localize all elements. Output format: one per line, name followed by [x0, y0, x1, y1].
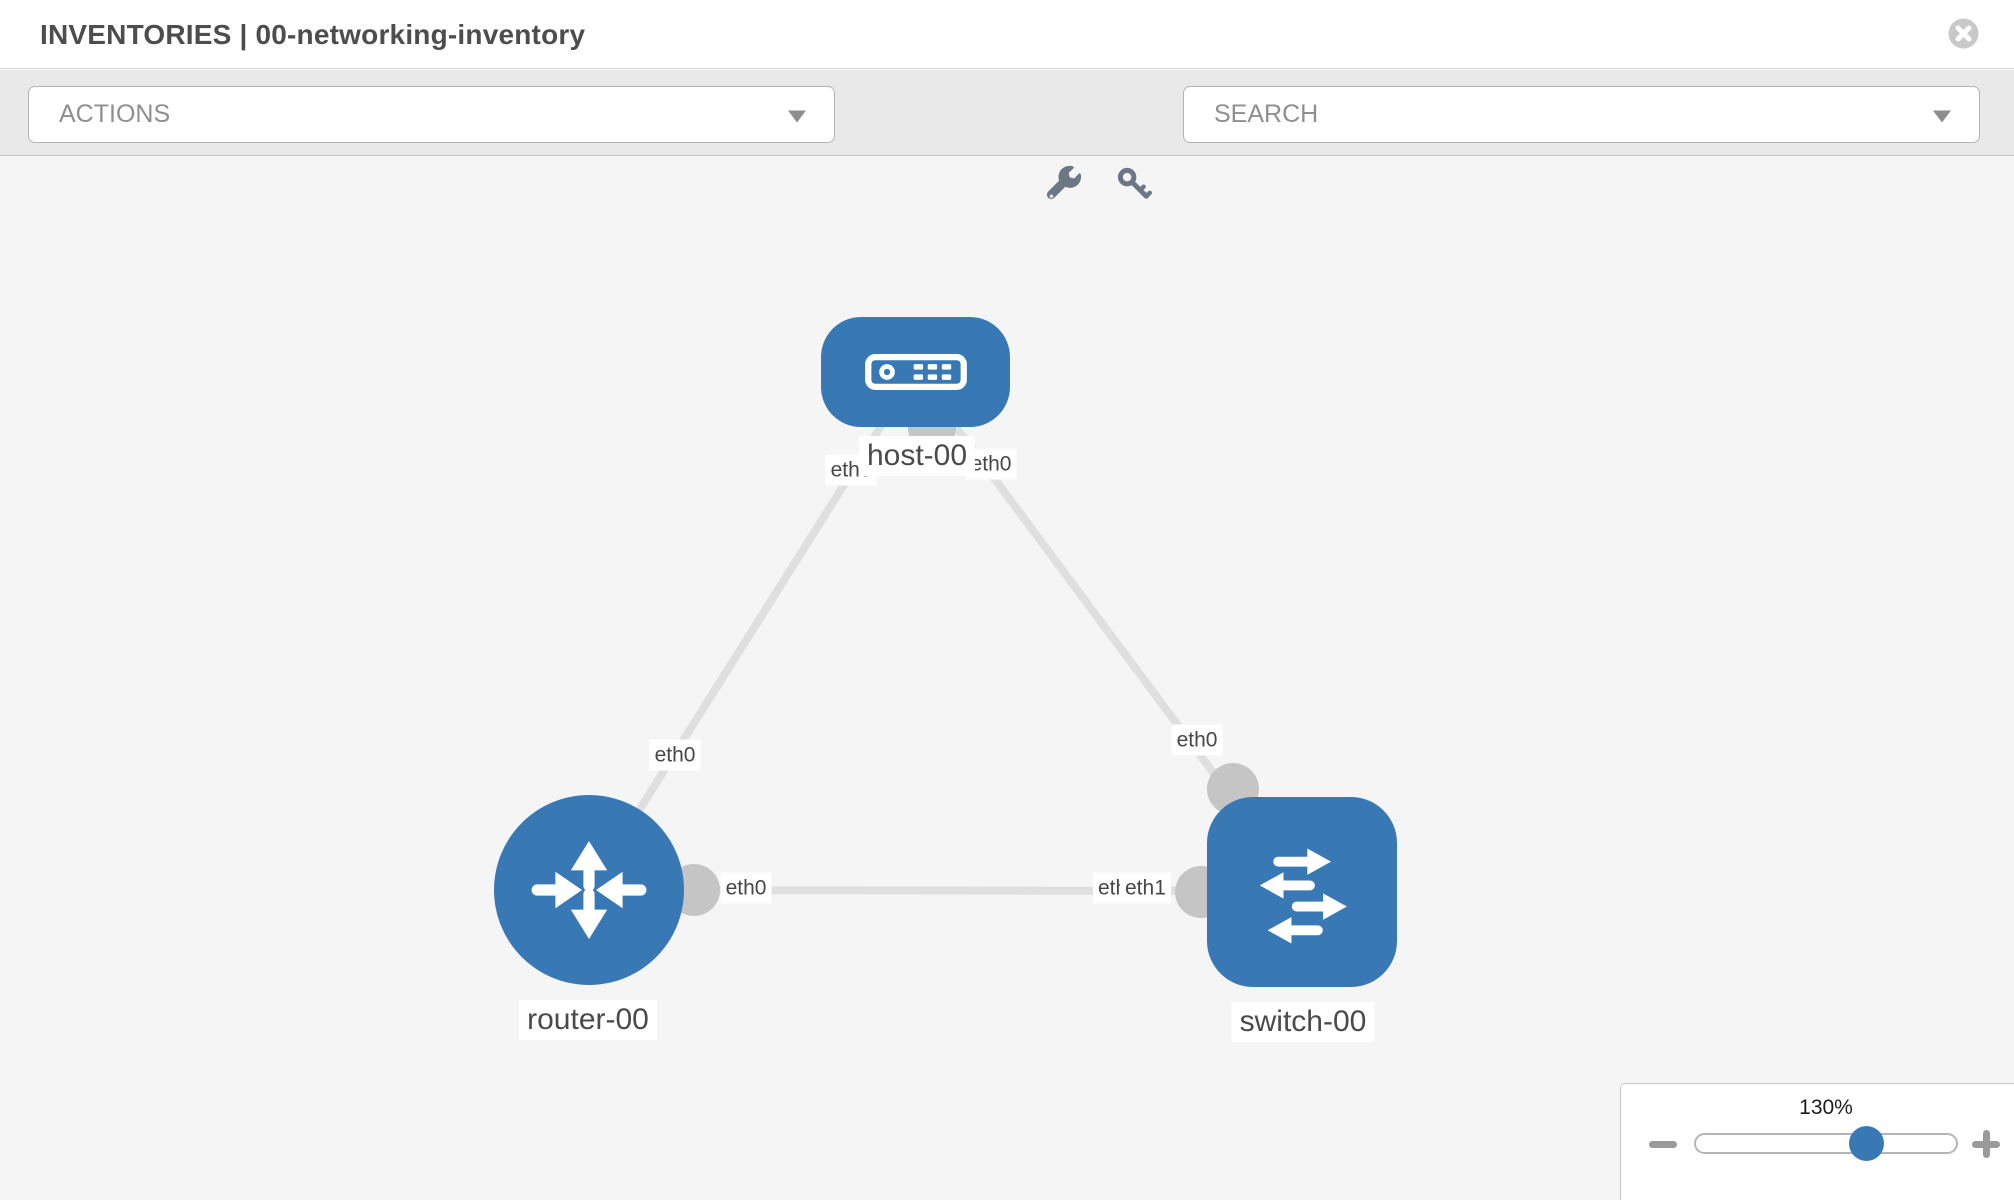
zoom-slider-thumb[interactable]	[1849, 1126, 1884, 1161]
key-icon	[1117, 167, 1152, 199]
port-label-switch-eth1: eth1	[1120, 872, 1171, 904]
port-label-router-eth0-uplink: eth0	[649, 739, 701, 771]
zoom-level: 130%	[1799, 1096, 1853, 1119]
node-label-switch-00[interactable]: switch-00	[1231, 1002, 1375, 1042]
port-label-router-eth0: eth0	[720, 872, 772, 904]
toolbar: ACTIONS SEARCH	[0, 70, 2014, 200]
node-label-host-00[interactable]: host-00	[858, 436, 976, 476]
credentials-button[interactable]	[1115, 165, 1153, 203]
zoom-slider[interactable]	[1694, 1126, 1958, 1161]
chevron-down-icon	[1933, 109, 1951, 122]
zoom-out-button[interactable]	[1646, 1127, 1680, 1161]
configure-button[interactable]	[1045, 165, 1083, 203]
zoom-panel: 130%	[1620, 1083, 2014, 1200]
close-icon	[1948, 18, 1979, 49]
node-router-00[interactable]	[494, 795, 684, 985]
minus-icon	[1649, 1141, 1677, 1148]
plus-icon	[1982, 1130, 1990, 1158]
switch-icon	[1259, 848, 1347, 944]
zoom-in-button[interactable]	[1969, 1127, 2003, 1161]
host-icon	[864, 354, 967, 390]
wrench-icon	[1046, 165, 1082, 200]
node-label-router-00[interactable]: router-00	[519, 1000, 657, 1040]
actions-dropdown-label: ACTIONS	[59, 100, 171, 128]
close-button[interactable]	[1948, 18, 1979, 49]
port-label-switch-eth0: eth0	[1171, 724, 1223, 756]
node-host-00[interactable]	[821, 317, 1010, 427]
node-switch-00[interactable]	[1207, 797, 1397, 987]
actions-dropdown[interactable]: ACTIONS	[28, 86, 835, 143]
topology-canvas[interactable]: host-00 router-00 switch-00 eth0 eth0 et…	[0, 156, 2014, 1200]
router-icon	[531, 841, 647, 939]
search-dropdown-label: SEARCH	[1214, 100, 1319, 128]
chevron-down-icon	[788, 109, 806, 122]
titlebar: INVENTORIES | 00-networking-inventory	[0, 0, 2014, 69]
search-dropdown[interactable]: SEARCH	[1183, 86, 1980, 143]
page-title: INVENTORIES | 00-networking-inventory	[40, 19, 586, 50]
